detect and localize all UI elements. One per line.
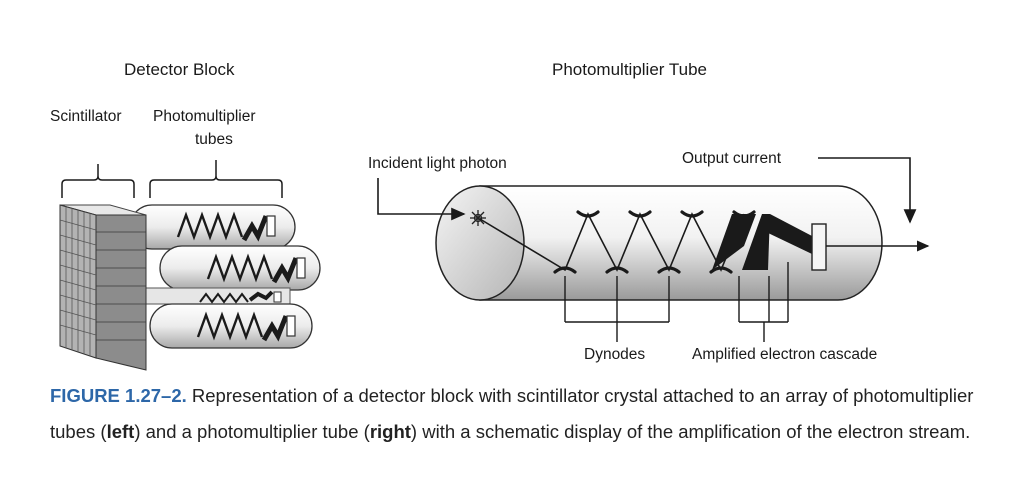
caption-text-3: ) with a schematic display of the amplif… — [410, 421, 971, 442]
dynodes-label: Dynodes — [584, 346, 646, 363]
pmt-brace — [149, 160, 283, 198]
caption-text-1: Representation of a detector block with … — [50, 385, 974, 442]
anode — [811, 223, 827, 271]
incident-photon-label: Incident light photon — [368, 155, 507, 172]
caption-text-2: ) and a photomultiplier tube ( — [134, 421, 370, 442]
pmt-title: Photomultiplier Tube — [552, 60, 707, 79]
electron-cascade-label: Amplified electron cascade — [692, 346, 878, 363]
electron-path — [479, 212, 745, 272]
pmt-large — [435, 185, 883, 301]
scintillator-label: Scintillator — [50, 108, 122, 125]
caption-bold-left: left — [106, 421, 135, 442]
figure-number: FIGURE 1.27–2. — [50, 385, 187, 406]
scintillator-block — [59, 204, 147, 371]
output-current-arrow — [818, 157, 917, 224]
pmt-tube-2 — [159, 245, 321, 291]
detector-block-title: Detector Block — [124, 60, 235, 79]
photon-star-icon — [470, 210, 486, 226]
detector-diagram — [59, 157, 930, 371]
pmt-label-line2: tubes — [195, 131, 233, 148]
cascade-bracket — [738, 262, 789, 342]
dynodes-bracket — [564, 276, 670, 342]
pmt-tube-1 — [129, 204, 296, 250]
incident-photon-arrow — [377, 178, 466, 221]
figure-caption: FIGURE 1.27–2. Representation of a detec… — [50, 378, 980, 450]
caption-bold-right: right — [369, 421, 411, 442]
pmt-label-line1: Photomultiplier — [153, 108, 256, 125]
pmt-tube-4 — [149, 303, 313, 349]
dynodes — [553, 210, 756, 274]
scintillator-brace — [61, 164, 135, 198]
pmt-tube-3 — [139, 287, 291, 305]
output-current-label: Output current — [682, 150, 782, 167]
